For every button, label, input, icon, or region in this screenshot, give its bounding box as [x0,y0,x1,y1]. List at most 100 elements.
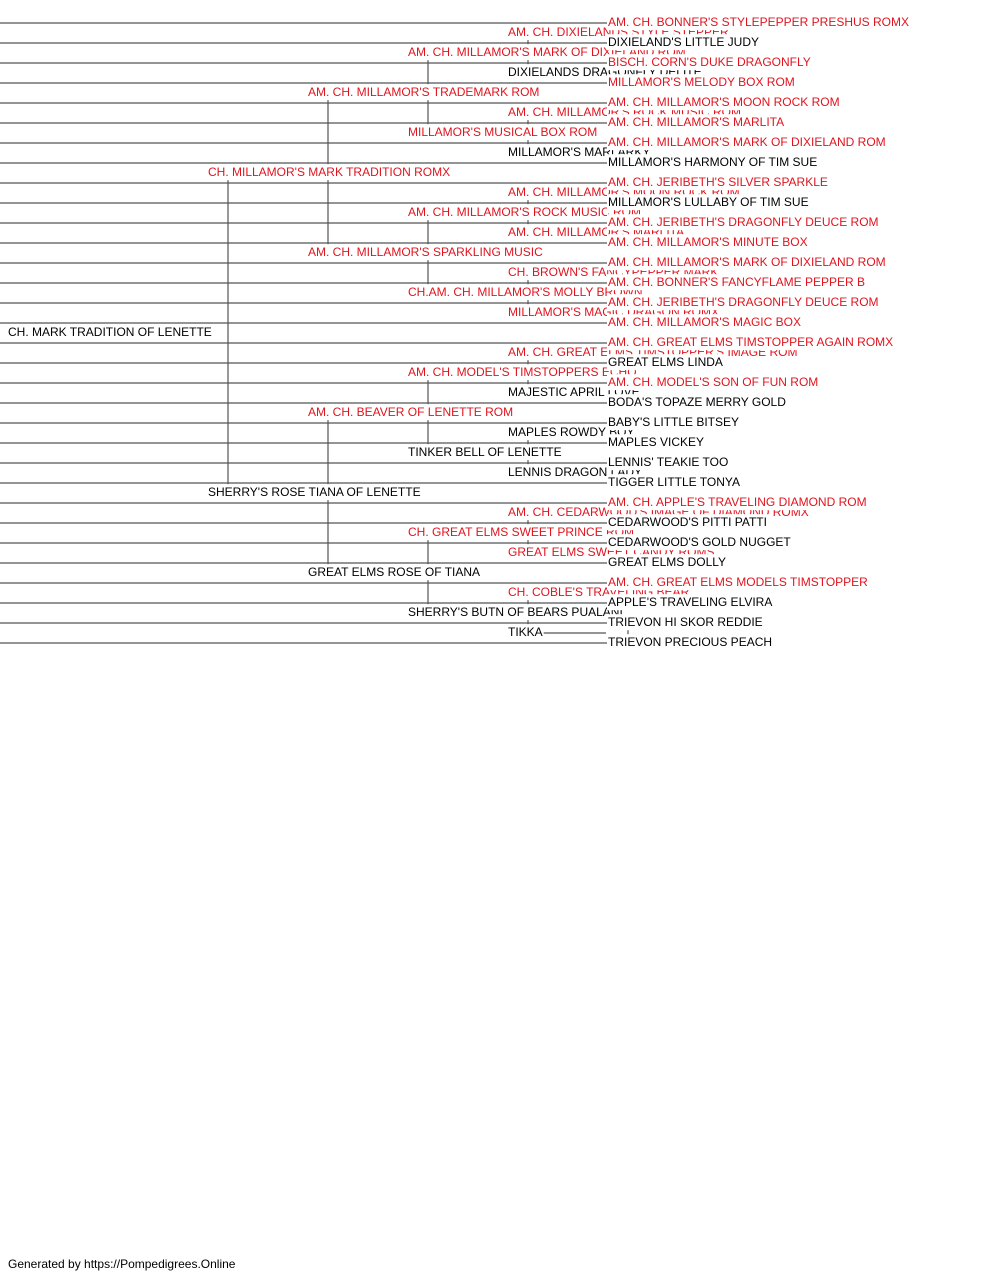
ancestor-name-gen2[interactable]: AM. CH. MILLAMOR'S SPARKLING MUSIC [308,245,543,259]
label-backing [507,424,636,441]
ancestor-name-gen3[interactable]: AM. CH. MILLAMOR'S ROCK MUSIC ROM [408,205,641,219]
ancestor-name-gen5[interactable]: DIXIELAND'S LITTLE JUDY [608,35,759,49]
ancestor-name-gen2[interactable]: AM. CH. BEAVER OF LENETTE ROM [308,405,513,419]
ancestor-name-gen5[interactable]: AM. CH. BONNER'S FANCYFLAME PEPPER B [608,275,865,289]
label-backing [407,604,624,621]
ancestor-name-gen5[interactable]: AM. CH. MILLAMOR'S MOON ROCK ROM [608,95,840,109]
label-backing [607,334,895,351]
label-backing [607,154,819,171]
ancestor-name-gen5[interactable]: AM. CH. APPLE'S TRAVELING DIAMOND ROM [608,495,867,509]
ancestor-name-gen1[interactable]: SHERRY'S ROSE TIANA OF LENETTE [208,485,421,499]
ancestor-name-gen2[interactable]: AM. CH. MILLAMOR'S TRADEMARK ROM [308,85,539,99]
ancestor-name-gen5[interactable]: LENNIS' TEAKIE TOO [608,455,728,469]
label-backing [307,564,482,581]
ancestor-name-gen2[interactable]: GREAT ELMS ROSE OF TIANA [308,565,480,579]
ancestor-name-gen3[interactable]: CH.AM. CH. MILLAMOR'S MOLLY BROWN [408,285,643,299]
label-backing [607,174,829,191]
ancestor-name-gen5[interactable]: AM. CH. GREAT ELMS MODELS TIMSTOPPER [608,575,868,589]
label-backing [607,514,768,531]
ancestor-name-gen3[interactable]: SHERRY'S BUTN OF BEARS PUALANI [408,605,623,619]
label-backing [607,74,796,91]
label-backing [607,114,786,131]
label-backing [607,274,867,291]
label-backing [607,414,741,431]
ancestor-name-gen5[interactable]: AM. CH. JERIBETH'S SILVER SPARKLE [608,175,828,189]
label-backing [607,634,774,651]
ancestor-name-gen5[interactable]: AM. CH. MILLAMOR'S MINUTE BOX [608,235,808,249]
ancestor-name-gen3[interactable]: TINKER BELL OF LENETTE [408,445,562,459]
ancestor-name-gen5[interactable]: TRIEVON HI SKOR REDDIE [608,615,763,629]
label-backing [607,494,868,511]
ancestor-name-gen5[interactable]: MAPLES VICKEY [608,435,704,449]
label-backing [407,364,638,381]
label-backing [607,534,793,551]
pedigree-labels: CH. MARK TRADITION OF LENETTE CH. MILLAMO… [7,14,911,651]
ancestor-name-gen5[interactable]: AM. CH. MILLAMOR'S MARK OF DIXIELAND ROM [608,255,886,269]
label-backing [607,54,812,71]
ancestor-name-gen5[interactable]: GREAT ELMS LINDA [608,355,723,369]
label-backing [607,254,887,271]
ancestor-name-gen5[interactable]: AM. CH. JERIBETH'S DRAGONFLY DEUCE ROM [608,215,879,229]
label-backing [607,474,742,491]
ancestor-name-gen5[interactable]: BABY'S LITTLE BITSEY [608,415,739,429]
subject-dog-name[interactable]: CH. MARK TRADITION OF LENETTE [8,325,212,339]
label-backing [507,624,544,641]
ancestor-name-gen5[interactable]: MILLAMOR'S MELODY BOX ROM [608,75,795,89]
ancestor-name-gen5[interactable]: APPLE'S TRAVELING ELVIRA [608,595,772,609]
label-backing [607,94,841,111]
label-backing [407,444,563,461]
label-backing [607,374,820,391]
ancestor-name-gen5[interactable]: MILLAMOR'S HARMONY OF TIM SUE [608,155,817,169]
ancestor-name-gen5[interactable]: MILLAMOR'S LULLABY OF TIM SUE [608,195,809,209]
label-backing [607,614,764,631]
label-backing [607,194,810,211]
label-backing [607,234,809,251]
label-backing [307,84,541,101]
label-backing [607,554,728,571]
ancestor-name-gen5[interactable]: TIGGER LITTLE TONYA [608,475,740,489]
label-backing [7,324,213,341]
label-backing [207,164,452,181]
ancestor-name-gen5[interactable]: AM. CH. MILLAMOR'S MARLITA [608,115,784,129]
label-backing [407,204,642,221]
ancestor-name-gen5[interactable]: BODA'S TOPAZE MERRY GOLD [608,395,786,409]
label-backing [207,484,422,501]
ancestor-name-gen5[interactable]: AM. CH. MILLAMOR'S MAGIC BOX [608,315,801,329]
ancestor-name-gen5[interactable]: TRIEVON PRECIOUS PEACH [608,635,772,649]
ancestor-name-gen5[interactable]: AM. CH. MODEL'S SON OF FUN ROM [608,375,818,389]
label-backing [307,244,545,261]
label-backing [607,594,774,611]
label-backing [607,354,724,371]
ancestor-name-gen5[interactable]: AM. CH. BONNER'S STYLEPEPPER PRESHUS ROM… [608,15,909,29]
label-backing [307,404,515,421]
label-backing [607,294,880,311]
ancestor-name-gen3[interactable]: CH. GREAT ELMS SWEET PRINCE ROM [408,525,634,539]
label-backing [407,284,644,301]
ancestor-name-gen5[interactable]: AM. CH. MILLAMOR'S MARK OF DIXIELAND ROM [608,135,886,149]
label-backing [607,214,880,231]
ancestor-name-gen5[interactable]: CEDARWOOD'S PITTI PATTI [608,515,767,529]
label-backing [607,574,870,591]
ancestor-name-gen4[interactable]: TIKKA [508,625,543,639]
label-backing [607,34,760,51]
ancestor-name-gen5[interactable]: CEDARWOOD'S GOLD NUGGET [608,535,791,549]
ancestor-name-gen5[interactable]: AM. CH. GREAT ELMS TIMSTOPPER AGAIN ROMX [608,335,893,349]
ancestor-name-gen4[interactable]: MAPLES ROWDY BOY [508,425,634,439]
label-backing [607,314,802,331]
label-backing [607,14,911,31]
label-backing [607,394,788,411]
label-backing [607,454,730,471]
ancestor-name-gen5[interactable]: GREAT ELMS DOLLY [608,555,726,569]
label-backing [607,434,706,451]
ancestor-name-gen1[interactable]: CH. MILLAMOR'S MARK TRADITION ROMX [208,165,450,179]
ancestor-name-gen4[interactable]: MAJESTIC APRIL LOVE [508,385,640,399]
ancestor-name-gen3[interactable]: MILLAMOR'S MUSICAL BOX ROM [408,125,597,139]
label-backing [407,524,636,541]
generated-by-footer: Generated by https://Pompedigrees.Online [8,1257,236,1271]
ancestor-name-gen5[interactable]: BISCH. CORN'S DUKE DRAGONFLY [608,55,811,69]
ancestor-name-gen3[interactable]: AM. CH. MODEL'S TIMSTOPPERS ECHO [408,365,637,379]
label-backing [607,134,887,151]
ancestor-name-gen5[interactable]: AM. CH. JERIBETH'S DRAGONFLY DEUCE ROM [608,295,879,309]
label-backing [407,124,599,141]
